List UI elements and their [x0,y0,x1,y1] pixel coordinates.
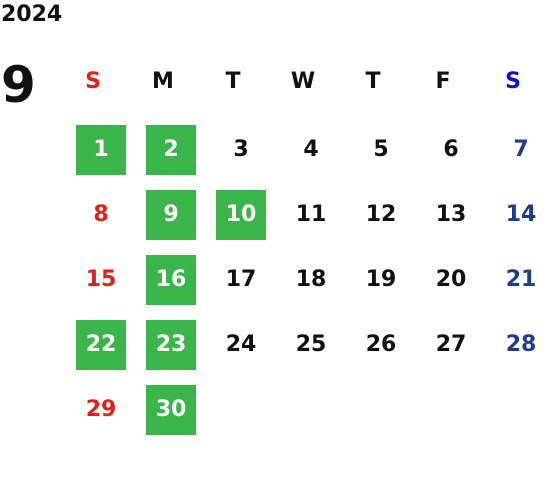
year-label: 2024 [1,2,63,27]
calendar-day-15[interactable]: 15 [85,267,117,292]
calendar-day-13[interactable]: 13 [435,202,467,227]
weekday-header-3: W [290,69,316,94]
calendar-day-6[interactable]: 6 [443,137,459,162]
weekday-header-2: T [225,69,241,94]
calendar-day-16[interactable]: 16 [146,255,196,305]
calendar-day-18[interactable]: 18 [295,267,327,292]
calendar-day-30[interactable]: 30 [146,385,196,435]
calendar-day-10[interactable]: 10 [216,190,266,240]
weekday-header-6: S [505,69,521,94]
calendar-day-22[interactable]: 22 [76,320,126,370]
calendar-day-27[interactable]: 27 [435,332,467,357]
calendar-day-21[interactable]: 21 [505,267,537,292]
weekday-header-1: M [152,69,174,94]
weekday-header-5: F [435,69,451,94]
weekday-header-4: T [365,69,381,94]
calendar-day-24[interactable]: 24 [225,332,257,357]
calendar-day-1[interactable]: 1 [76,125,126,175]
calendar-day-25[interactable]: 25 [295,332,327,357]
calendar-day-8[interactable]: 8 [93,202,109,227]
calendar-day-19[interactable]: 19 [365,267,397,292]
calendar-day-14[interactable]: 14 [505,202,537,227]
calendar-day-2[interactable]: 2 [146,125,196,175]
calendar-day-28[interactable]: 28 [505,332,537,357]
calendar-day-23[interactable]: 23 [146,320,196,370]
calendar-day-7[interactable]: 7 [513,137,529,162]
calendar-day-11[interactable]: 11 [295,202,327,227]
calendar-day-5[interactable]: 5 [373,137,389,162]
calendar-day-4[interactable]: 4 [303,137,319,162]
calendar-day-26[interactable]: 26 [365,332,397,357]
calendar-day-3[interactable]: 3 [233,137,249,162]
calendar-day-17[interactable]: 17 [225,267,257,292]
weekday-header-0: S [85,69,101,94]
calendar-day-9[interactable]: 9 [146,190,196,240]
calendar-day-12[interactable]: 12 [365,202,397,227]
calendar-day-29[interactable]: 29 [85,397,117,422]
month-number: 9 [1,56,36,114]
calendar-day-20[interactable]: 20 [435,267,467,292]
